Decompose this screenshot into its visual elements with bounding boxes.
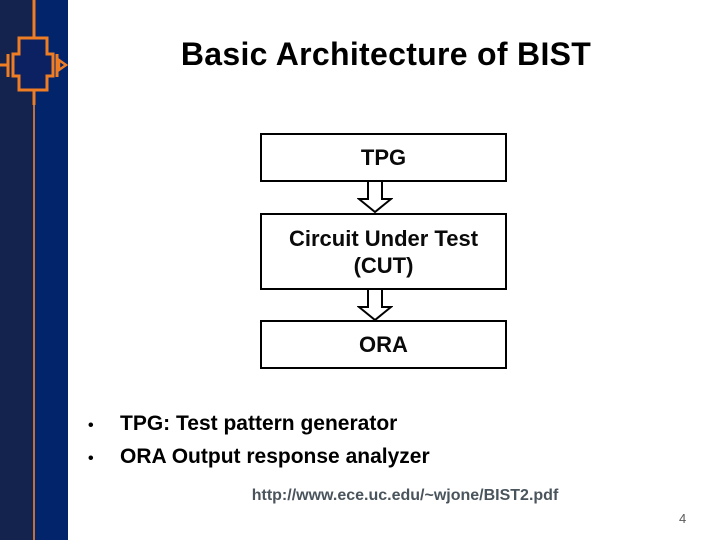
sidebar bbox=[0, 0, 68, 540]
list-item: • ORA Output response analyzer bbox=[88, 445, 430, 471]
down-arrow-icon bbox=[357, 181, 393, 213]
cmos-transmission-gate-icon bbox=[0, 0, 68, 105]
box-label: TPG bbox=[360, 145, 407, 170]
bullet-list: • TPG: Test pattern generator • ORA Outp… bbox=[88, 412, 430, 478]
list-item: • TPG: Test pattern generator bbox=[88, 412, 430, 438]
box-label: ORA bbox=[359, 332, 408, 357]
diagram-box-tpg: TPG bbox=[260, 133, 507, 182]
box-label: (CUT) bbox=[353, 252, 414, 278]
diagram-box-cut: Circuit Under Test (CUT) bbox=[260, 213, 507, 290]
page-number: 4 bbox=[679, 511, 687, 526]
down-arrow-icon bbox=[357, 289, 393, 321]
page-title: Basic Architecture of BIST bbox=[180, 36, 592, 72]
sidebar-divider-line bbox=[33, 0, 35, 540]
box-label: Circuit Under Test bbox=[288, 225, 479, 251]
bullet-dot: • bbox=[88, 450, 94, 467]
diagram-box-ora: ORA bbox=[260, 320, 507, 369]
bullet-text: TPG: Test pattern generator bbox=[120, 412, 398, 435]
source-link[interactable]: http://www.ece.uc.edu/~wjone/BIST2.pdf bbox=[251, 487, 559, 504]
bullet-dot: • bbox=[88, 417, 94, 434]
bullet-text: ORA Output response analyzer bbox=[120, 445, 430, 468]
